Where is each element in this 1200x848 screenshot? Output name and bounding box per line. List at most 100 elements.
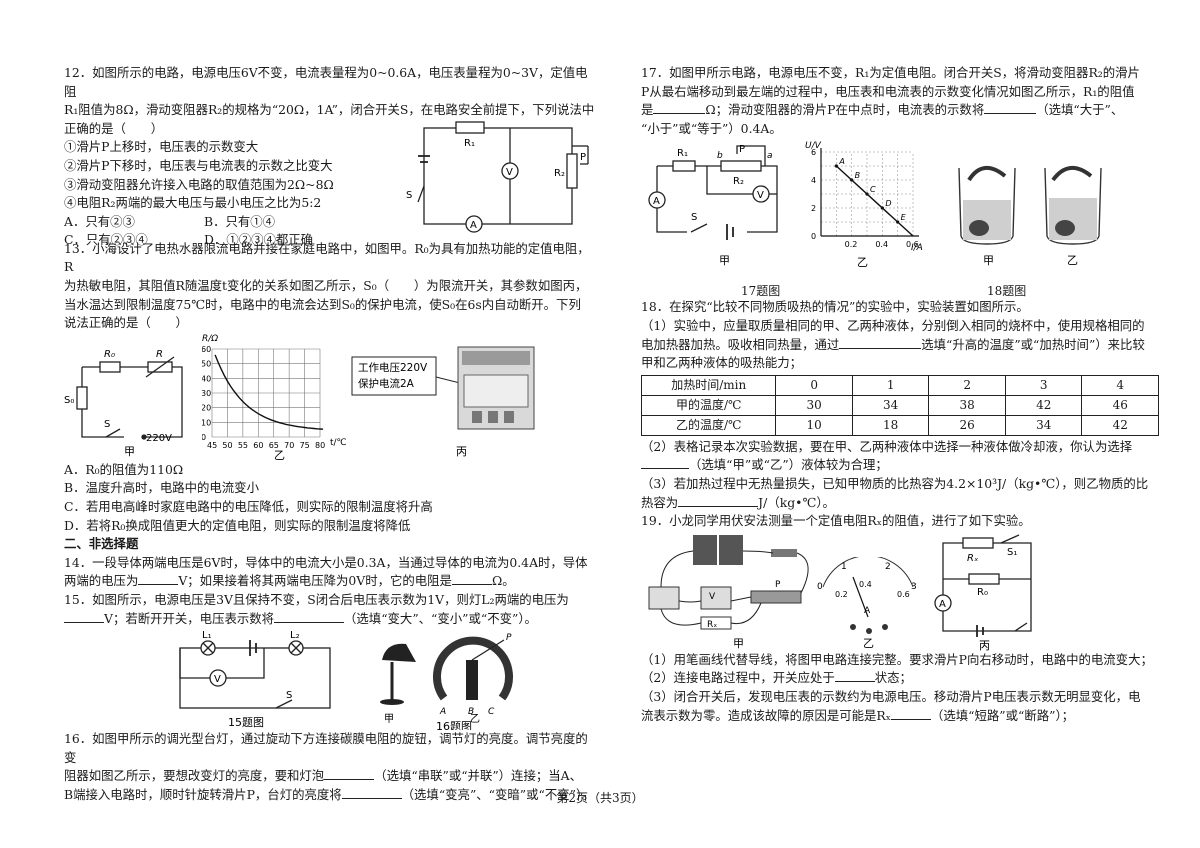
q18-stem-4: 甲和乙两种液体的吸热能力； [641, 355, 803, 371]
y-tick-label: 60 [202, 345, 211, 354]
q13-stem-1: 13．小海设计了电热水器限流电路并接在家庭电路中，如图甲。R₀为具有加热功能的定… [64, 240, 590, 275]
page-footer: 第2页（共3页） [556, 791, 644, 805]
x-tick-label: 60 [253, 441, 263, 450]
q13-jia-label: 甲 [124, 445, 135, 457]
q17-blank-1[interactable] [653, 101, 706, 115]
q19-part1: （1）用笔画线代替导线，将图甲电路连接完整。要求滑片P向右移动时，电路中的电流变… [641, 651, 1153, 667]
q12-stem-3: 正确的是（ ） [64, 120, 164, 136]
q12-p-label: P [580, 152, 586, 163]
q16-blank-1[interactable] [324, 767, 375, 781]
q18-blank-3[interactable] [678, 494, 759, 507]
q12-option-2: ②滑片P下移时，电压表与电流表的示数之比变大 [64, 157, 333, 173]
q16-stem-2: 阻器如图乙所示，要想改变灯的亮度，要和灯泡（选填“串联”或“并联”）连接；当A、 [64, 767, 598, 786]
q17-a-end-label: a [767, 151, 773, 161]
q19-jia-label: 甲 [733, 637, 744, 650]
x-tick-label: 65 [269, 441, 279, 450]
q13-circuit-jia: R₀ R S₀ S 220V 甲 [64, 349, 183, 457]
q19-voltmeter-label: V [709, 592, 716, 602]
table-cell: 18 [851, 414, 930, 436]
q17-s-label: S [691, 212, 697, 223]
q18-blank-1[interactable] [839, 336, 922, 349]
q12-stem-2: R₁阻值为8Ω，滑动变阻器R₂的规格为“20Ω，1A”，闭合开关S，在电路安全前… [64, 102, 595, 118]
q15-text-b: （选填“变大”、“变小”或“不变”）。 [344, 610, 537, 626]
table-cell: 30 [775, 394, 853, 416]
q16-stem-3: B端接入电路时，顺时针旋转滑片P，台灯的亮度将（选填“变亮”、“变暗”或“不变”… [64, 786, 598, 805]
q19-stem-1: 19．小龙同学用伏安法测量一个定值电阻Rₓ的阻值，进行了如下实验。 [641, 513, 1031, 529]
q14-blank-1[interactable] [138, 572, 179, 586]
q18-part2-line1: （2）表格记录本次实验数据，要在甲、乙两种液体中选择一种液体做冷却液，你认为选择 [641, 438, 1133, 454]
q12-voltmeter-label: V [506, 167, 513, 178]
section-title: 二、非选择题 [64, 536, 139, 552]
q18-beakers-photo: 甲 乙 [958, 166, 1102, 267]
left-column: 12．如图所示的电路，电源电压6V不变，电流表量程为0~0.6A，电压表量程为0… [64, 64, 598, 804]
q17-text-b: Ω；滑动变阻器的滑片P在中点时，电流表的示数将 [705, 102, 985, 118]
q14-text-a: 两端的电压为 [64, 573, 139, 589]
x-tick-label: 0.2 [845, 240, 858, 249]
q19-bing-s1-label: S₁ [1007, 547, 1017, 558]
q13-rt-curve [214, 354, 324, 430]
q19-p-label: P [775, 580, 781, 590]
q19-bing-ammeter-label: A [939, 599, 946, 610]
q17-x-axis-label: I/A [911, 243, 923, 253]
q17-stem-1: 17．如图甲所示电路，电源电压不变，R₁为定值电阻。闭合开关S，将滑动变阻器R₂… [641, 65, 1140, 80]
q12-body: 正确的是（ ） ①滑片P上移时，电压表的示数变大 ②滑片P下移时，电压表与电流表… [64, 120, 598, 247]
q12-option-4: ④电阻R₂两端的最大电压与最小电压之比为5:2 [64, 195, 322, 211]
q19-yi-label: 乙 [863, 637, 874, 650]
q13-choice-a: A．R₀的阻值为110Ω [64, 461, 184, 477]
q19-ammeter-dial: 0 1 2 3 0.2 0.4 0.6 A 乙 [817, 556, 917, 650]
q12-choice-d: D．①②③④都正确 [204, 232, 314, 248]
point-label: E [901, 213, 907, 222]
q16-text-d: （选填“变亮”、“变暗”或“不变”）。 [401, 786, 595, 802]
data-point [880, 206, 884, 210]
q17-circuit-jia: R₁ b P a R₂ V A S 甲 [648, 144, 778, 267]
q19-blank-1[interactable] [834, 669, 875, 683]
row-header: 甲的温度/℃ [640, 394, 777, 416]
y-tick-label: 4 [811, 176, 816, 185]
q18-text-e: J/（kg•℃）。 [758, 494, 835, 510]
q17-r2-label: R₂ [733, 176, 744, 187]
q15-blank-2[interactable] [274, 610, 345, 623]
q18-part2-line2: （选填“甲”或“乙”）液体较为合理； [641, 456, 1159, 475]
y-tick-label: 0 [811, 232, 816, 241]
q12-choice-a: A．只有②③ [64, 213, 135, 229]
q15-caption: 15题图 [228, 716, 264, 728]
q16-blank-2[interactable] [341, 786, 402, 799]
data-point [865, 192, 869, 196]
y-tick-label: 0 [202, 433, 206, 442]
q18-blank-2[interactable] [641, 456, 689, 470]
data-point [850, 178, 854, 182]
q16-jia-label: 甲 [384, 714, 394, 725]
q13-bing-label: 丙 [456, 445, 467, 458]
q19-blank-2[interactable] [891, 707, 932, 720]
q16-c-label: C [488, 707, 495, 717]
q17-blank-2[interactable] [984, 101, 1037, 115]
q19-dial-sub-2: 0.4 [859, 580, 872, 589]
q15-voltmeter-label: V [214, 674, 221, 685]
data-point [834, 164, 838, 168]
q13-note-voltage: 工作电压220V [358, 361, 428, 374]
data-point [896, 220, 900, 224]
q13-protector-photo: 工作电压220V 保护电流2A 丙 [351, 346, 535, 458]
q17-caption: 17题图 [741, 284, 781, 299]
q15-l1-label: L₁ [202, 630, 212, 641]
right-column: 17．如图甲所示电路，电源电压不变，R₁为定值电阻。闭合开关S，将滑动变阻器R₂… [640, 64, 1159, 725]
q19-part3: （3）闭合开关后，发现电压表的示数约为电源电压。移动滑片P电压表示数无明显变化，… [641, 688, 1141, 704]
q13-x-axis-label: t/℃ [330, 438, 347, 448]
q19-dial-tick-1: 1 [841, 562, 847, 572]
table-cell: 3 [1004, 374, 1083, 396]
table-cell: 4 [1081, 374, 1159, 396]
q17-p-label: P [739, 144, 745, 155]
q16-a-label: A [439, 707, 446, 717]
q19-dial-unit: A [864, 606, 871, 616]
q12-r2-label: R₂ [554, 168, 565, 179]
q15-stem-1: 15．如图所示，电源电压是3V且保持不变，S闭合后电压表示数为1V，则灯L₂两端… [64, 591, 569, 607]
q12-ammeter-label: A [470, 220, 477, 231]
q14-blank-2[interactable] [451, 572, 492, 586]
q13-note-current: 保护电流2A [358, 377, 415, 390]
q15-blank-1[interactable] [64, 610, 104, 623]
